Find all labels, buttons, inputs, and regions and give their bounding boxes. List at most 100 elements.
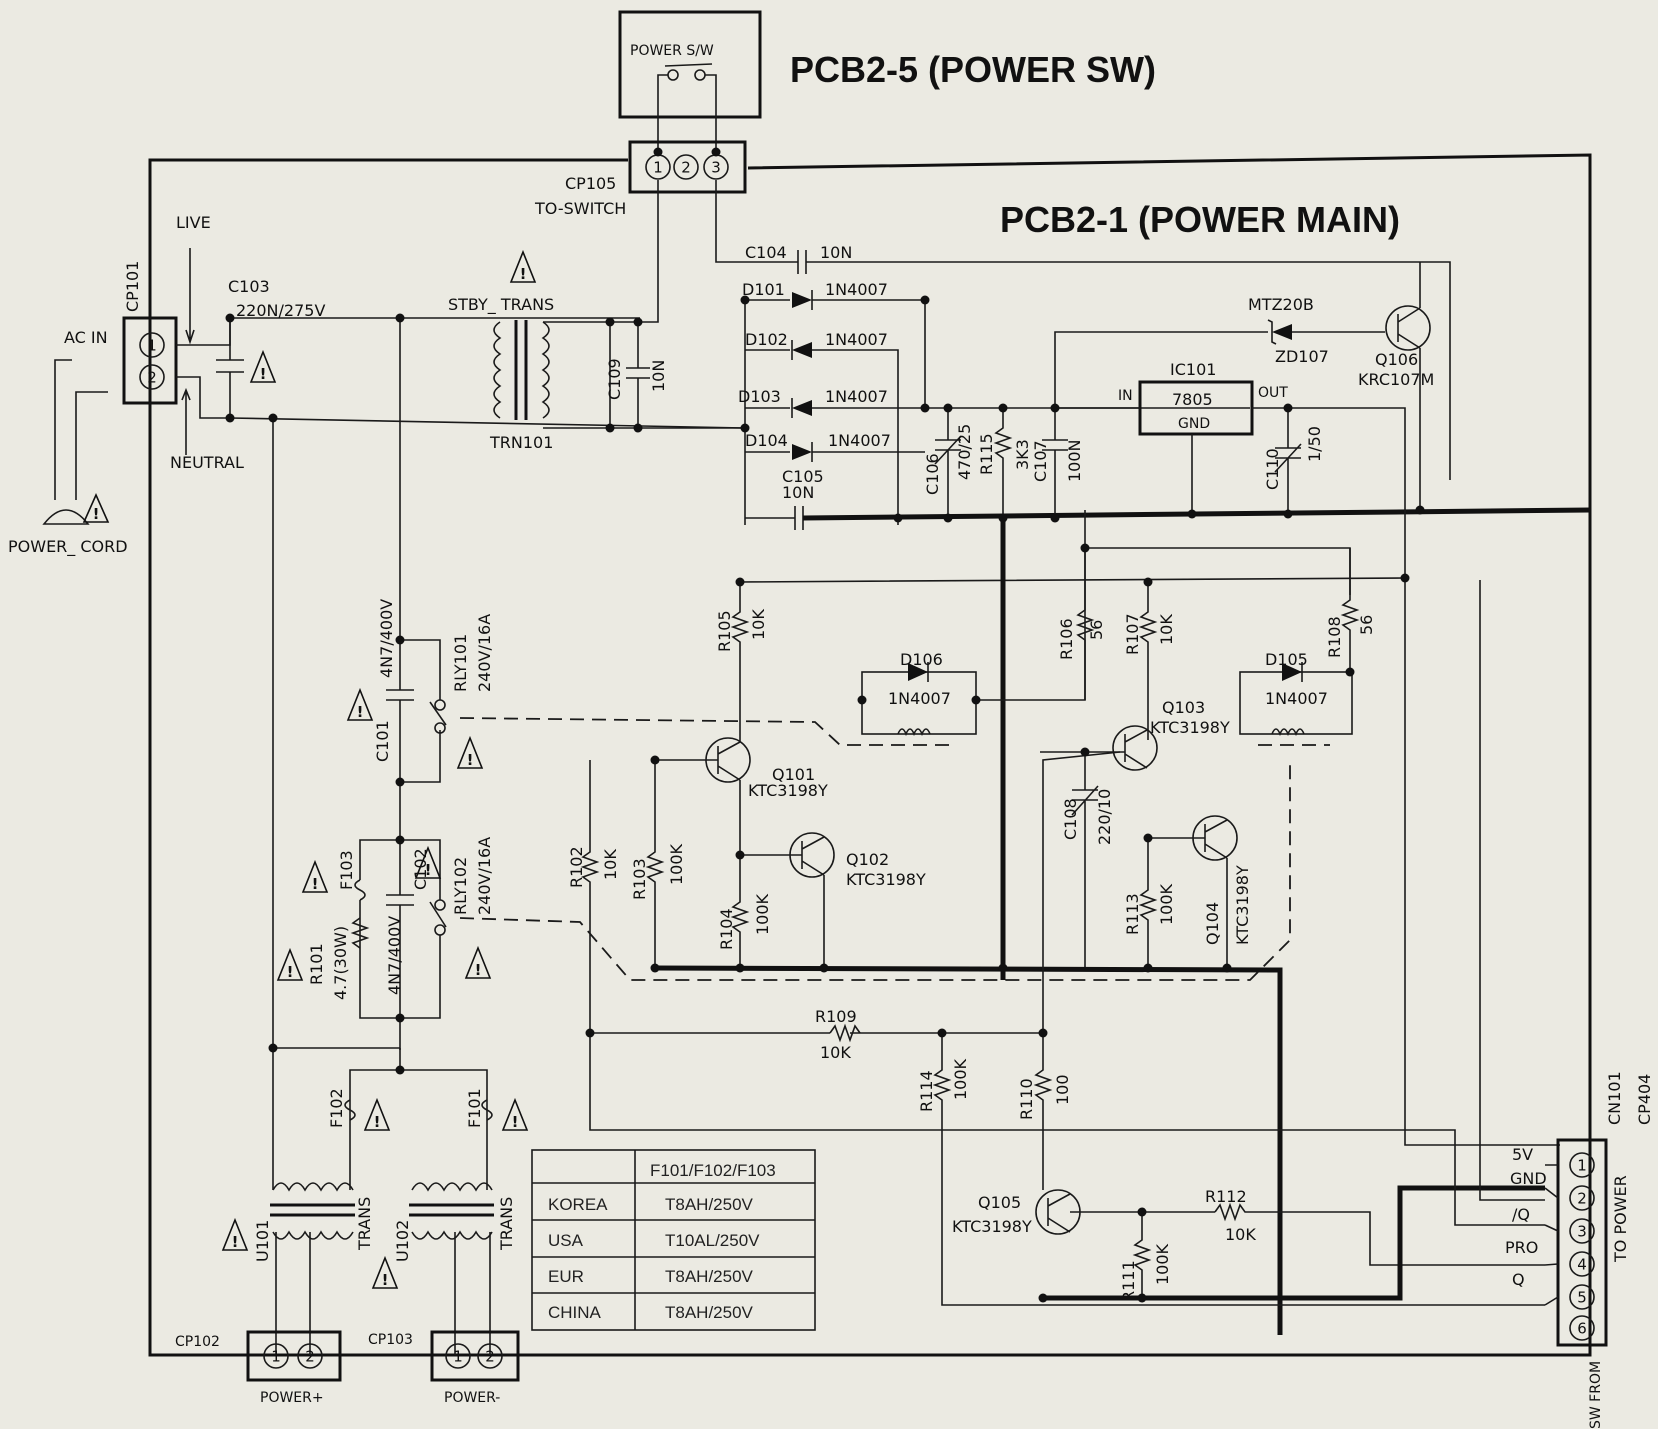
d106-value: 1N4007 — [888, 689, 951, 708]
c104-ref: C104 — [745, 243, 787, 262]
f102-ref: F102 — [327, 1088, 346, 1128]
rly102-contact — [429, 899, 447, 936]
cp101-pin-1: 1 — [147, 337, 157, 355]
q104-value: KTC3198Y — [1233, 865, 1252, 945]
d106-ref: D106 — [900, 650, 943, 669]
cp105-ref: CP105 — [565, 174, 616, 193]
d105-diode — [1282, 662, 1303, 682]
c105-ref: C105 — [782, 467, 824, 486]
q103-value: KTC3198Y — [1150, 718, 1230, 737]
r113-ref: R113 — [1123, 893, 1142, 935]
r108-ref: R108 — [1325, 616, 1344, 658]
c103-capacitor: ! — [216, 318, 277, 418]
d101-value: 1N4007 — [825, 280, 888, 299]
r102-ref: R102 — [567, 846, 586, 888]
r104-ref: R104 — [717, 908, 736, 950]
r108-resistor — [1340, 548, 1360, 672]
cn101-desc: TO POWER — [1611, 1175, 1630, 1263]
cp101-connector — [122, 316, 178, 405]
svg-text:!: ! — [93, 505, 100, 523]
live-label: LIVE — [176, 213, 211, 232]
svg-text:!: ! — [520, 265, 527, 283]
cp101-desc: AC IN — [64, 328, 108, 347]
r107-value: 10K — [1157, 614, 1176, 645]
cp404-ref: CP404 — [1635, 1074, 1654, 1125]
cp103-ref: CP103 — [368, 1332, 413, 1348]
c103-ref: C103 — [228, 277, 270, 296]
power-cord-label: POWER_ CORD — [8, 537, 128, 557]
r104-resistor — [730, 780, 750, 968]
d103-diode — [791, 398, 812, 418]
r110-ref: R110 — [1017, 1078, 1036, 1120]
power-switch — [657, 63, 717, 152]
r112-value: 10K — [1225, 1225, 1256, 1244]
c107-capacitor — [1042, 408, 1068, 518]
cp101-pin-2: 2 — [147, 369, 157, 387]
trans-feed-wires — [272, 418, 488, 1190]
c104-capacitor — [797, 250, 807, 274]
r102-value: 10K — [601, 849, 620, 880]
fuse-table-country-3: CHINA — [548, 1303, 602, 1322]
ic101-out: OUT — [1258, 385, 1288, 401]
d103-ref: D103 — [738, 387, 781, 406]
fuse-table-rating-1: T10AL/250V — [665, 1231, 760, 1250]
c106-ref: C106 — [923, 453, 942, 495]
c101-ref: C101 — [373, 720, 392, 762]
cp105-connector — [628, 140, 747, 194]
q106-transistor — [1385, 305, 1431, 351]
svg-text:1: 1 — [1577, 1157, 1587, 1175]
junction-dots — [225, 147, 1425, 1303]
u102-transformer: ! — [371, 1182, 494, 1289]
cp102-desc: POWER+ — [260, 1390, 324, 1406]
cp102-pin-1: 1 — [271, 1348, 281, 1366]
d105-value: 1N4007 — [1265, 689, 1328, 708]
r103-resistor — [645, 760, 665, 968]
relay-chain-top — [386, 318, 441, 840]
ic101-ref: IC101 — [1170, 360, 1216, 379]
r114-ref: R114 — [917, 1070, 936, 1112]
c109-value: 10N — [649, 360, 668, 392]
c106-capacitor — [935, 408, 961, 518]
cp105-desc: TO-SWITCH — [534, 199, 626, 218]
r101-value: 4.7(30W) — [331, 926, 350, 1000]
c106-value: 470/25 — [955, 424, 974, 480]
c103-value: 220N/275V — [236, 301, 325, 320]
svg-text:!: ! — [425, 861, 432, 879]
r111-value: 100K — [1153, 1243, 1172, 1285]
r101-resistor — [350, 917, 370, 949]
q103-transistor — [1040, 725, 1158, 771]
fuse-table: F101/F102/F103 KOREA T8AH/250V USA T10AL… — [531, 1149, 816, 1331]
r105-ref: R105 — [715, 610, 734, 652]
q104-ref: Q104 — [1203, 902, 1222, 945]
fuse-table-country-1: USA — [548, 1231, 584, 1250]
svg-text:!: ! — [232, 1233, 239, 1251]
fuse-table-rating-2: T8AH/250V — [665, 1267, 754, 1286]
r110-value: 100 — [1053, 1074, 1072, 1105]
q106-value: KRC107M — [1358, 370, 1434, 389]
r105-value: 10K — [749, 609, 768, 640]
fuse-table-country-0: KOREA — [548, 1195, 608, 1214]
d102-diode — [791, 340, 812, 360]
rly102-ref: RLY102 — [451, 857, 470, 915]
cp105-pin-2: 2 — [681, 159, 691, 177]
c108-ref: C108 — [1061, 798, 1080, 840]
u102-ref: U102 — [393, 1220, 412, 1262]
ground-out — [1043, 1185, 1545, 1301]
q101-transistor — [655, 737, 751, 783]
r104-value: 100K — [753, 893, 772, 935]
d105-ref: D105 — [1265, 650, 1308, 669]
c102-value: 4N7/400V — [385, 916, 404, 995]
cn101-signal-gnd: GND — [1510, 1169, 1547, 1188]
u101-ref: U101 — [253, 1220, 272, 1262]
c105-value: 10N — [782, 483, 814, 502]
ground-bus — [654, 965, 1283, 1335]
svg-text:3: 3 — [1577, 1223, 1587, 1241]
cn101-pins: 1 2 3 4 5 6 — [1569, 1152, 1595, 1341]
r113-value: 100K — [1157, 883, 1176, 925]
svg-text:4: 4 — [1577, 1256, 1587, 1274]
r115-ref: R115 — [977, 433, 996, 475]
r111-ref: R111 — [1119, 1260, 1138, 1302]
c108-capacitor — [1071, 752, 1099, 970]
r109-wire — [590, 751, 1121, 1034]
